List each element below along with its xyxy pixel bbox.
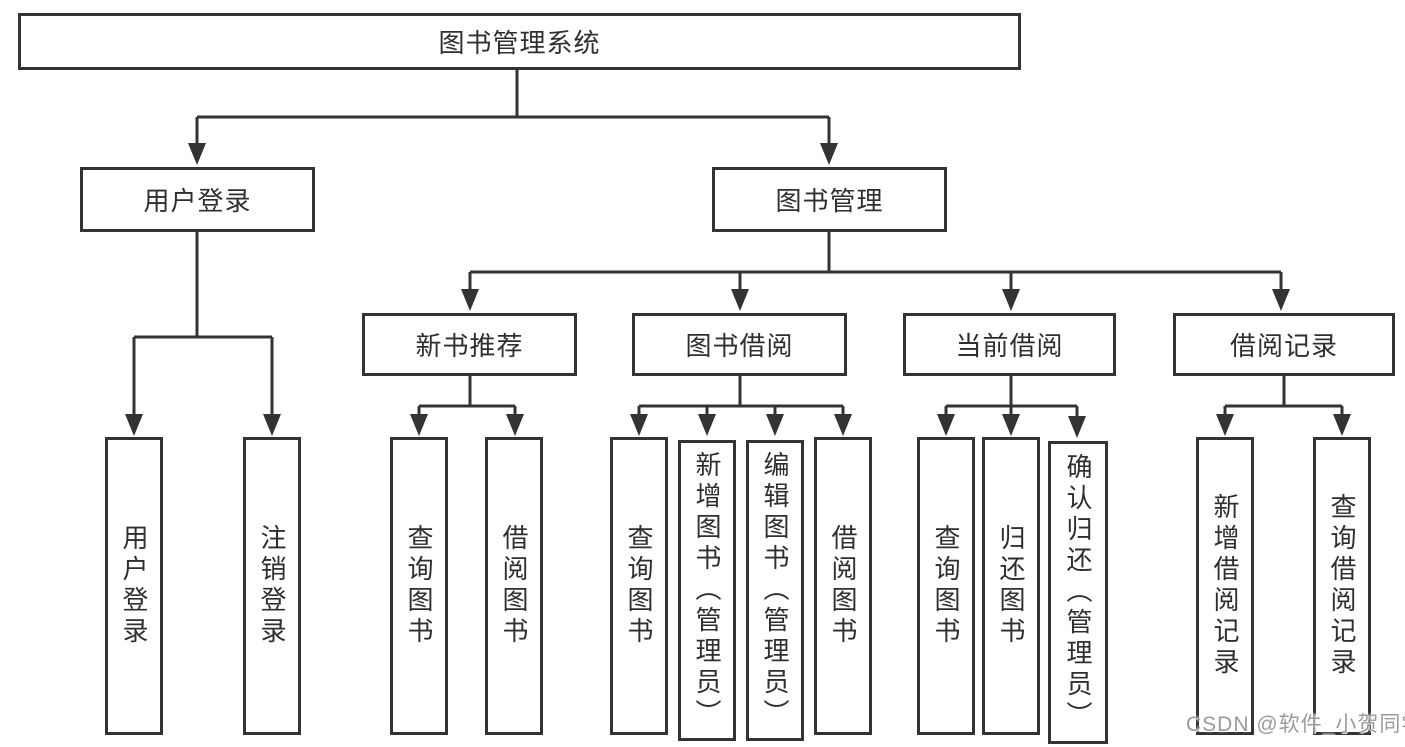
node-user-login: 用户登录 <box>80 167 315 232</box>
node-book-management: 图书管理 <box>712 167 947 232</box>
leaf-label: 用户登录 <box>119 524 149 648</box>
node-book-borrowing: 图书借阅 <box>632 313 847 376</box>
node-current-borrowing: 当前借阅 <box>903 313 1116 376</box>
watermark: CSDN @软件_小贺同学 <box>1186 713 1405 736</box>
leaf-label: 归还图书 <box>996 524 1026 648</box>
node-root: 图书管理系统 <box>18 13 1021 70</box>
leaf-label: 查询图书 <box>404 524 434 648</box>
leaf-label: 编辑图书（管理员） <box>760 451 790 730</box>
node-label: 用户登录 <box>143 186 252 216</box>
node-label: 借阅记录 <box>1229 331 1338 361</box>
leaf-label: 查询图书 <box>931 524 961 648</box>
node-label: 新书推荐 <box>415 331 524 361</box>
leaf-return-book: 归还图书 <box>982 437 1040 735</box>
leaf-query-books-borrowing: 查询图书 <box>610 437 668 735</box>
node-label: 图书借阅 <box>685 331 794 361</box>
leaf-query-books-recommend: 查询图书 <box>390 437 448 735</box>
leaf-label: 借阅图书 <box>499 524 529 648</box>
node-label: 当前借阅 <box>955 331 1064 361</box>
node-label: 图书管理系统 <box>438 28 601 58</box>
arrowhead-icons <box>125 143 1351 438</box>
leaf-user-login: 用户登录 <box>105 437 163 735</box>
leaf-borrow-books-recommend: 借阅图书 <box>485 437 543 735</box>
leaf-label: 新增图书（管理员） <box>692 451 722 730</box>
leaf-add-book-admin: 新增图书（管理员） <box>678 440 736 741</box>
leaf-edit-book-admin: 编辑图书（管理员） <box>746 440 804 741</box>
node-new-book-recommendation: 新书推荐 <box>362 313 577 376</box>
leaf-label: 查询图书 <box>624 524 654 648</box>
leaf-label: 新增借阅记录 <box>1210 493 1240 679</box>
leaf-label: 借阅图书 <box>828 524 858 648</box>
leaf-borrow-books-borrowing: 借阅图书 <box>814 437 872 735</box>
leaf-label: 确认归还（管理员） <box>1063 453 1093 732</box>
leaf-label: 查询借阅记录 <box>1327 493 1357 679</box>
leaf-query-books-current: 查询图书 <box>917 437 975 735</box>
leaf-add-borrow-record: 新增借阅记录 <box>1196 437 1254 735</box>
node-label: 图书管理 <box>775 186 884 216</box>
leaf-query-borrow-record: 查询借阅记录 <box>1313 437 1371 735</box>
leaf-logout: 注销登录 <box>243 437 301 735</box>
connector-stems <box>132 70 1344 416</box>
leaf-confirm-return-admin: 确认归还（管理员） <box>1048 441 1108 744</box>
leaf-label: 注销登录 <box>257 524 287 648</box>
node-borrowing-records: 借阅记录 <box>1173 313 1395 376</box>
